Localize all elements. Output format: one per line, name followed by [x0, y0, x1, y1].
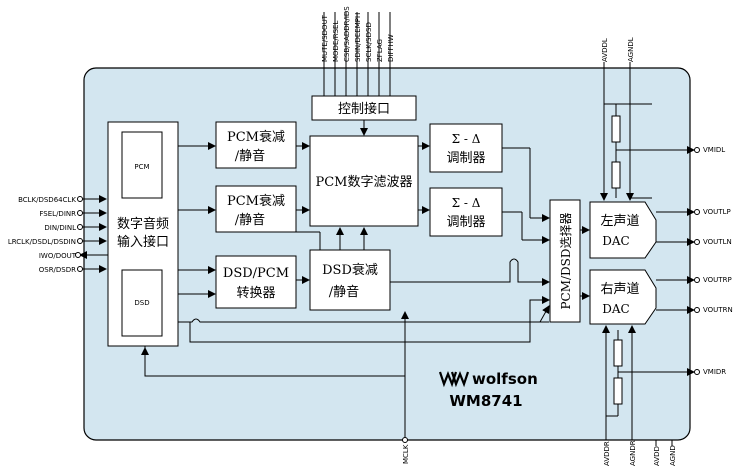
dsd-subbox — [121, 269, 163, 337]
right-pin-label: VMIDR — [703, 368, 726, 376]
left-pin-label: OSR/DSDR — [39, 266, 76, 274]
left-dac-label: 左声道 — [600, 214, 639, 229]
pcm-subbox — [121, 131, 163, 199]
left-pin-label: FSEL/DINR — [39, 210, 76, 218]
supply-label: AGNDR — [629, 440, 637, 466]
right-pin-label: VMIDL — [703, 146, 725, 154]
pcm-dsd-selector — [549, 199, 581, 323]
sigma-delta-modulator-1 — [429, 123, 503, 173]
pcm-attenuation-2-label: /静音 — [235, 212, 265, 228]
pin-label: SCLK/SDSD — [365, 22, 373, 62]
pcm-attenuation-1-label: PCM衰减 — [227, 129, 285, 145]
dsd-attenuation-label: DSD衰减 — [322, 262, 378, 278]
left-pin-label: DIN/DINL — [44, 224, 76, 232]
right-pin-label: VOUTRN — [703, 306, 733, 314]
supply-label: AGNDL — [627, 37, 635, 62]
right-dac-label: 右声道 — [600, 282, 639, 297]
right-pin-label: VOUTLN — [703, 238, 732, 246]
pcm-attenuation-1 — [215, 121, 297, 169]
pcm-attenuation-2 — [215, 185, 297, 233]
pin-label: SDIN/DEEMPH — [354, 13, 362, 62]
dsd-attenuation — [309, 249, 391, 311]
modulator-2-label: 调制器 — [446, 215, 485, 230]
dsd-pcm-converter-label: 转换器 — [236, 286, 275, 301]
dsd-attenuation-label: /静音 — [329, 284, 359, 300]
bottom-supply-wires — [602, 325, 690, 440]
pcm-digital-filter-label: PCM数字滤波器 — [315, 175, 412, 190]
supply-label: AVDD — [653, 446, 661, 466]
right-pins — [656, 146, 700, 376]
pin-label: MUTE/SDOUT — [321, 14, 329, 62]
top-supply-wires — [600, 62, 690, 201]
dsd-pcm-converter — [215, 255, 297, 309]
logo-text: wolfson — [472, 370, 538, 388]
left-pin-label: IWO/DOUT — [39, 252, 77, 260]
right-dac-label: DAC — [602, 302, 629, 316]
left-pin-label: LRCLK/DSDL/DSDIN — [8, 238, 76, 246]
pin-label: CSB/SADDR/IDS — [343, 6, 351, 62]
sigma-delta-modulator-2 — [429, 187, 503, 237]
pcm-digital-filter — [309, 135, 419, 227]
left-dac-label: DAC — [602, 234, 629, 248]
control-interface-box — [311, 95, 417, 121]
supply-label: AGND — [669, 445, 677, 466]
interface-label-line2: 输入接口 — [117, 234, 169, 250]
right-pin-label: VOUTLP — [703, 208, 731, 216]
supply-label: AVDDR — [603, 441, 611, 466]
control-interface-label: 控制接口 — [338, 101, 390, 117]
pcm-attenuation-2-label: PCM衰减 — [227, 193, 285, 209]
dsd-pcm-converter-label: DSD/PCM — [223, 266, 289, 281]
pin-label: ZFLAG — [376, 39, 384, 62]
pcm-dsd-selector-label: PCM/DSD选择器 — [559, 212, 573, 309]
modulator-1-label: Σ - Δ — [452, 132, 481, 146]
wolfson-logo: wolfson — [438, 370, 538, 388]
right-dac — [589, 269, 657, 325]
modulator-1-label: 调制器 — [446, 151, 485, 166]
interface-label-line1: 数字音频 — [117, 216, 169, 232]
pin-label: DIFFHW — [387, 34, 395, 62]
left-pin-label: BCLK/DSD64CLK — [18, 196, 76, 204]
supply-label: AVDDL — [601, 38, 609, 62]
pin-label: MODE/RSEL — [332, 21, 340, 62]
mclk-label: MCLK — [402, 444, 410, 464]
modulator-2-label: Σ - Δ — [452, 196, 481, 210]
dsd-subbox-label: DSD — [134, 299, 149, 307]
pcm-attenuation-1-label: /静音 — [235, 148, 265, 164]
pcm-subbox-label: PCM — [134, 163, 149, 171]
left-dac — [589, 201, 657, 259]
part-number: WM8741 — [449, 392, 522, 410]
right-pin-label: VOUTRP — [703, 276, 732, 284]
signal-wires — [141, 142, 590, 377]
control-pins — [323, 12, 391, 96]
